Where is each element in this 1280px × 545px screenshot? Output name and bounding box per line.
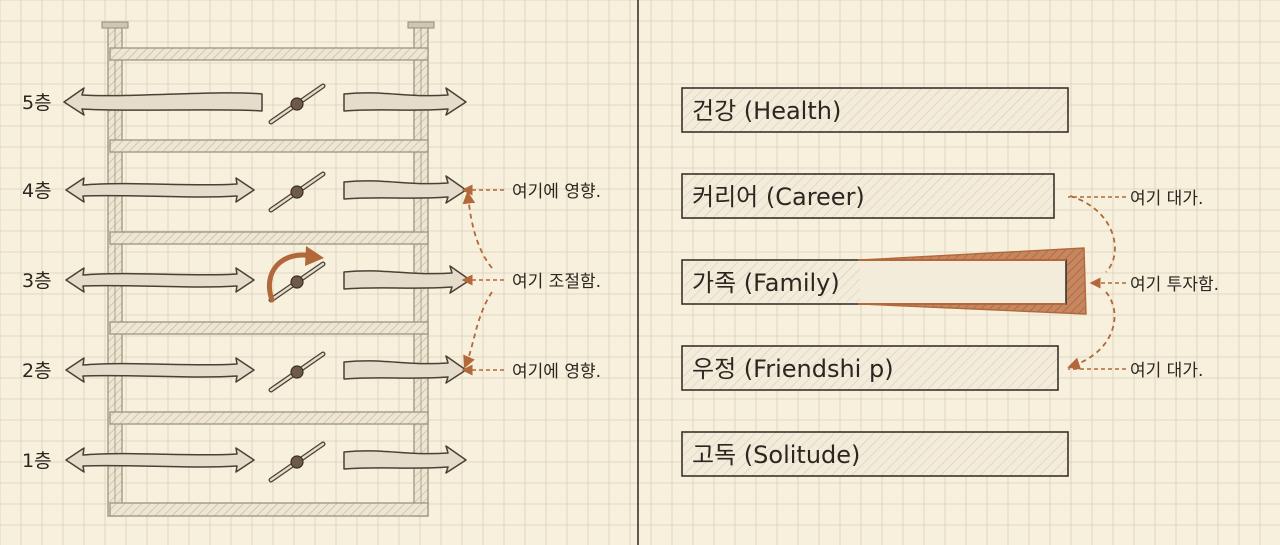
floor-row: 4층 여기에 영향. [22, 171, 601, 213]
damper-icon [268, 441, 326, 483]
damper-icon [268, 351, 326, 393]
influence-curve-down [463, 291, 493, 369]
influence-curve-up [462, 190, 493, 269]
life-bar-frame [681, 173, 1055, 219]
floor-slab [109, 411, 429, 425]
damper-pivot [290, 365, 304, 379]
life-bar: 가족 (Family) 여기 투자함. [681, 247, 1219, 315]
floor-label: 3층 [22, 270, 52, 292]
flow-double-arrow [65, 177, 255, 203]
life-bars: 건강 (Health) 커리어 (Career) 여기 대가. 가족 (Family)… [681, 87, 1219, 477]
damper-pivot [290, 97, 304, 111]
floor-label: 5층 [22, 92, 52, 114]
life-bar-annotation: 여기 투자함. [1130, 275, 1219, 295]
floor-slab [109, 47, 429, 61]
flow-arrow [343, 445, 467, 474]
life-bar: 건강 (Health) [681, 87, 1069, 133]
cost-curve-down [1067, 291, 1116, 370]
floor-label: 1층 [22, 450, 52, 472]
floor-label: 2층 [22, 360, 52, 382]
life-bar: 커리어 (Career) 여기 대가. [681, 173, 1203, 219]
life-bar-label: 가족 (Family) [692, 269, 840, 297]
floor-row: 2층 여기에 영향. [22, 351, 601, 393]
life-bar-fill [684, 262, 860, 302]
column-cap [101, 21, 129, 29]
flow-double-arrow [65, 357, 255, 383]
life-bar: 우정 (Friendshi p) 여기 대가. [681, 345, 1203, 391]
floor-row: 3층 여기 조절함. [22, 246, 601, 303]
building-structure [101, 21, 435, 517]
column-cap [407, 21, 435, 29]
life-bar-annotation: 여기 대가. [1130, 361, 1203, 381]
life-bar-annotation: 여기 대가. [1130, 189, 1203, 209]
floor-slab [109, 231, 429, 245]
cost-curve-up [1069, 195, 1116, 273]
floor-row: 5층 [22, 83, 467, 125]
flow-arrow [343, 265, 471, 294]
life-bar: 고독 (Solitude) [681, 431, 1069, 477]
floor-annotation: 여기에 영향. [512, 362, 601, 382]
floor-label: 4층 [22, 180, 52, 202]
flow-arrow [343, 175, 467, 204]
rotation-arc [266, 252, 315, 303]
life-bar-label: 커리어 (Career) [692, 183, 865, 211]
life-bar-label: 우정 (Friendshi p) [692, 355, 894, 383]
floor-row: 1층 [22, 441, 467, 483]
damper-pivot [290, 455, 304, 469]
flow-arrow-left [63, 87, 263, 116]
flow-arrow [343, 355, 467, 384]
floor-slab [109, 321, 429, 335]
damper-pivot [290, 185, 304, 199]
floor-annotation: 여기에 영향. [512, 182, 601, 202]
foundation-slab [109, 502, 429, 517]
life-bar-frame [681, 431, 1069, 477]
floor-slab [109, 139, 429, 153]
life-bar-frame [681, 345, 1059, 391]
life-bar-frame [681, 87, 1069, 133]
floor-annotation: 여기 조절함. [512, 272, 601, 292]
rotation-arrowhead [305, 246, 324, 266]
damper-icon [268, 261, 326, 303]
flow-arrow [343, 87, 467, 116]
life-bar-label: 고독 (Solitude) [692, 441, 860, 469]
damper-icon [268, 83, 326, 125]
flow-double-arrow [65, 267, 255, 293]
damper-icon [268, 171, 326, 213]
flow-double-arrow [65, 447, 255, 473]
life-bar-label: 건강 (Health) [692, 97, 841, 125]
damper-pivot [290, 275, 304, 289]
